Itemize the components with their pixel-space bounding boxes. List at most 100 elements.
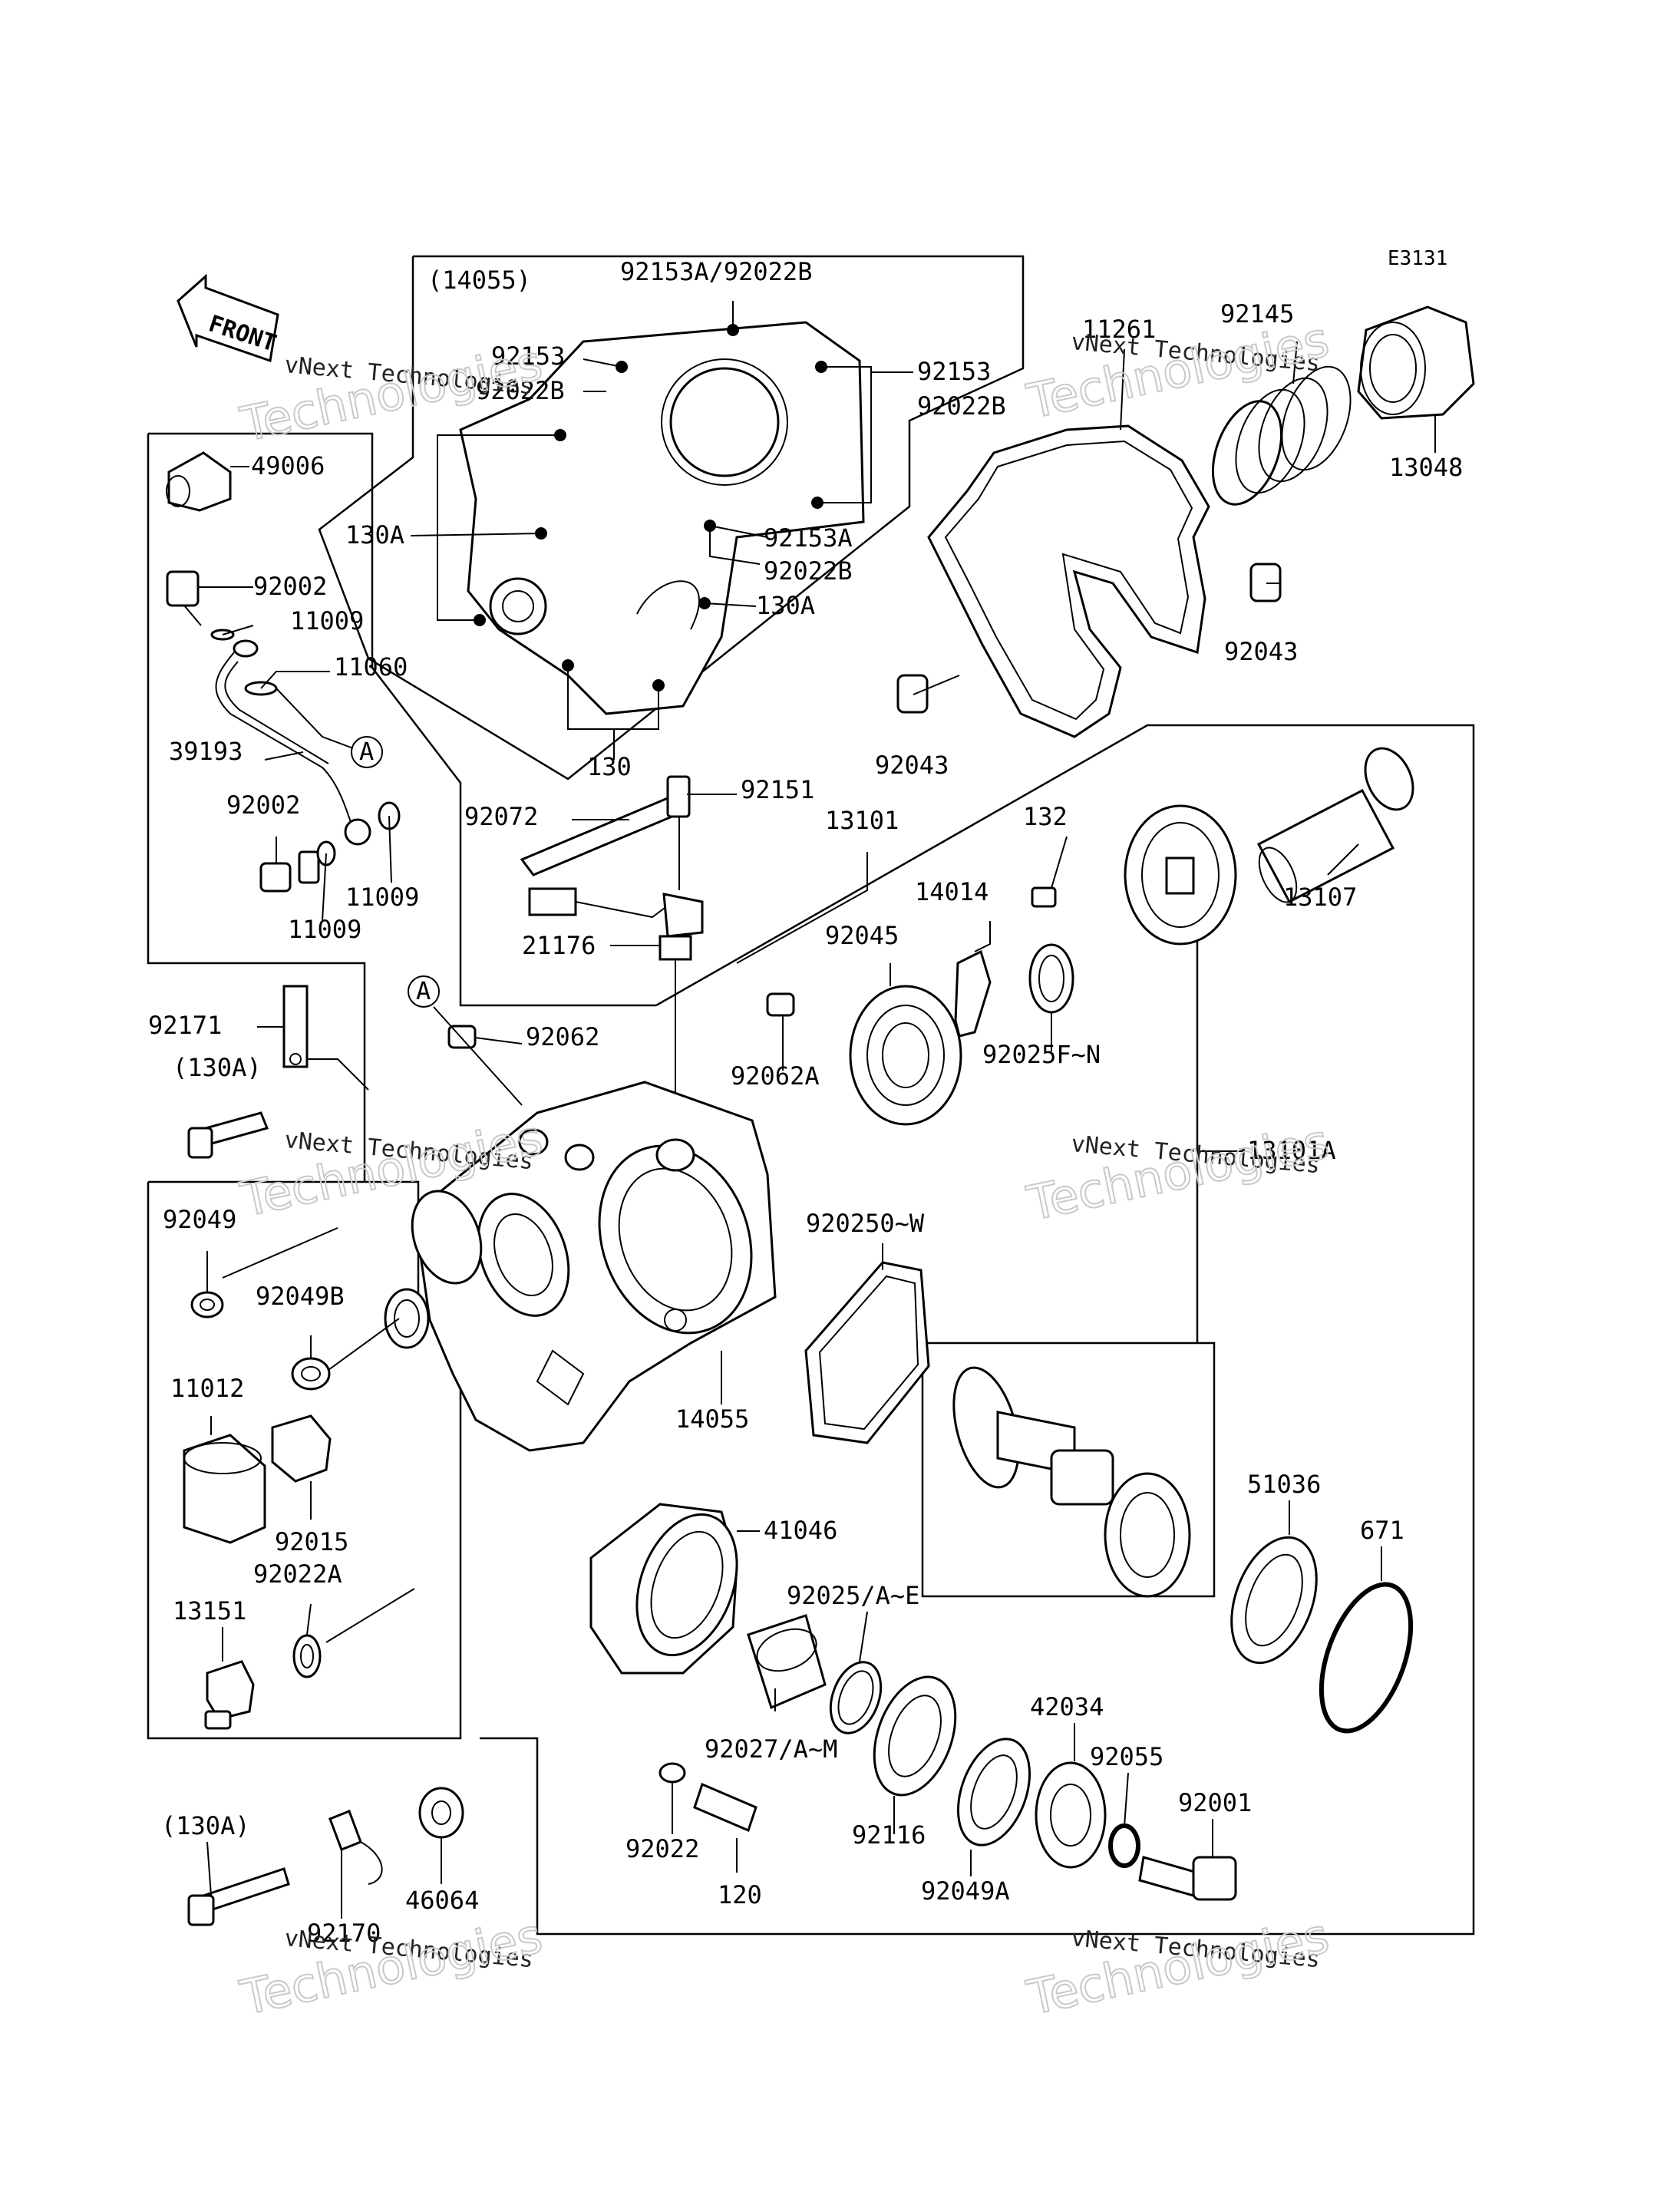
shaft-13107-part bbox=[1256, 747, 1414, 904]
callout: 92171 bbox=[148, 1011, 222, 1040]
callout: 92055 bbox=[1090, 1742, 1163, 1771]
callout: 92049B bbox=[256, 1282, 345, 1311]
callout: 130A bbox=[756, 591, 815, 620]
diagram-code: E3131 bbox=[1388, 247, 1447, 270]
watermark-text: Technologies bbox=[1022, 1907, 1334, 2025]
bolt-92001-part bbox=[1138, 1856, 1199, 1897]
callout: 11261 bbox=[1082, 315, 1156, 344]
callout: 39193 bbox=[169, 737, 243, 766]
callout: 11012 bbox=[170, 1374, 244, 1403]
callout: 14014 bbox=[915, 877, 989, 906]
callout: 46064 bbox=[405, 1886, 479, 1915]
callout: 92049 bbox=[163, 1205, 236, 1234]
watermark-text: Technologies bbox=[236, 1907, 547, 2025]
callout: 11009 bbox=[345, 883, 419, 912]
callout: 92045 bbox=[825, 921, 899, 950]
leader-lines bbox=[198, 301, 1436, 1919]
spring-part bbox=[1211, 365, 1352, 506]
callout: 920250~W bbox=[806, 1209, 925, 1238]
callout: 92072 bbox=[464, 802, 538, 831]
front-arrow-icon: FRONT bbox=[177, 273, 279, 362]
callout: A bbox=[359, 737, 374, 766]
washer-92022-part bbox=[658, 1762, 686, 1784]
stopper-14014-part bbox=[954, 949, 992, 1038]
callout: 92153A bbox=[764, 523, 853, 553]
left-lower-parts bbox=[183, 1291, 332, 1730]
bolt-132-part bbox=[1031, 886, 1057, 908]
callout: 13107 bbox=[1283, 883, 1357, 912]
callout: 92062 bbox=[526, 1022, 599, 1051]
callout: 11060 bbox=[334, 652, 408, 682]
callout: 92002 bbox=[253, 572, 327, 601]
housing-41046-part bbox=[589, 1503, 738, 1675]
callout: 92170 bbox=[307, 1919, 381, 1948]
seal-51036-part bbox=[1230, 1536, 1318, 1665]
ref-a-circle-lower bbox=[408, 975, 440, 1008]
bearing-92049a-part bbox=[956, 1738, 1031, 1847]
callout: 42034 bbox=[1030, 1692, 1104, 1721]
gasket-part bbox=[927, 424, 1210, 738]
shim-92025-part bbox=[829, 1661, 883, 1734]
callout: 51036 bbox=[1247, 1470, 1321, 1499]
callout: 92043 bbox=[875, 751, 949, 780]
callout: 92025F~N bbox=[982, 1040, 1101, 1069]
gear-13101-part bbox=[1124, 804, 1237, 946]
bearing-92045-part bbox=[849, 985, 962, 1126]
callout: 13101A bbox=[1247, 1136, 1336, 1165]
callout: 92027/A~M bbox=[705, 1734, 837, 1764]
callout: 92043 bbox=[1224, 637, 1298, 666]
callout: 92062A bbox=[731, 1061, 820, 1091]
callout: 13101 bbox=[825, 806, 899, 835]
callout: 21176 bbox=[522, 931, 596, 960]
callout: 92022B bbox=[476, 376, 565, 405]
ref-a-circle-upper bbox=[351, 736, 383, 768]
callout: 13048 bbox=[1389, 453, 1463, 482]
watermark-text: Technologies bbox=[1022, 1113, 1334, 1231]
callout: 92015 bbox=[275, 1527, 348, 1556]
stud-120-part bbox=[693, 1782, 757, 1833]
callout: 92022B bbox=[764, 556, 853, 586]
dowel-92043-lower bbox=[896, 674, 929, 714]
o-ring-92055-part bbox=[1108, 1823, 1140, 1868]
callout: 92151 bbox=[741, 775, 814, 804]
callout: (130A) bbox=[161, 1811, 250, 1840]
callout: 49006 bbox=[251, 451, 325, 480]
callout: 92022B bbox=[917, 391, 1006, 421]
callout: 11009 bbox=[288, 915, 361, 944]
callout: 92153A/92022B bbox=[620, 257, 812, 286]
bearing-92116-part bbox=[873, 1675, 957, 1797]
bracket-92171-part bbox=[282, 985, 309, 1068]
cover-part bbox=[459, 321, 865, 715]
callout: 13151 bbox=[173, 1596, 246, 1625]
callout: 92049A bbox=[921, 1876, 1010, 1906]
o-ring-671-part bbox=[1319, 1582, 1414, 1734]
callout: 132 bbox=[1023, 802, 1068, 831]
callout: 671 bbox=[1360, 1516, 1404, 1545]
sensor-parts bbox=[520, 775, 704, 1151]
callout: 41046 bbox=[764, 1516, 837, 1545]
callout: 92145 bbox=[1220, 299, 1294, 328]
callout: 92022 bbox=[625, 1834, 699, 1863]
watermark-text: Technologies bbox=[1022, 311, 1334, 429]
callout: 92001 bbox=[1178, 1788, 1252, 1817]
callout: 130A bbox=[345, 520, 404, 550]
pinion-assembly-part bbox=[952, 1366, 1191, 1598]
callout: 120 bbox=[718, 1880, 762, 1909]
callout: 92002 bbox=[226, 790, 300, 820]
gear-42034-part bbox=[1035, 1761, 1107, 1869]
clamp-92170-part bbox=[328, 1810, 362, 1851]
callout: 92153 bbox=[491, 342, 565, 371]
callout: 130 bbox=[587, 752, 632, 781]
callout: 92022A bbox=[253, 1559, 342, 1589]
shim-92025f-part bbox=[1028, 943, 1074, 1014]
dowel-92062a-part bbox=[766, 992, 795, 1017]
callout: 92025/A~E bbox=[787, 1581, 919, 1610]
callout: A bbox=[416, 976, 431, 1005]
callout: (130A) bbox=[173, 1053, 262, 1082]
callout: 11009 bbox=[290, 606, 364, 635]
case-14055-part bbox=[384, 1081, 777, 1452]
housing-13048-part bbox=[1357, 305, 1475, 420]
grommet-46064-part bbox=[418, 1787, 464, 1839]
callout: 92153 bbox=[917, 357, 991, 386]
